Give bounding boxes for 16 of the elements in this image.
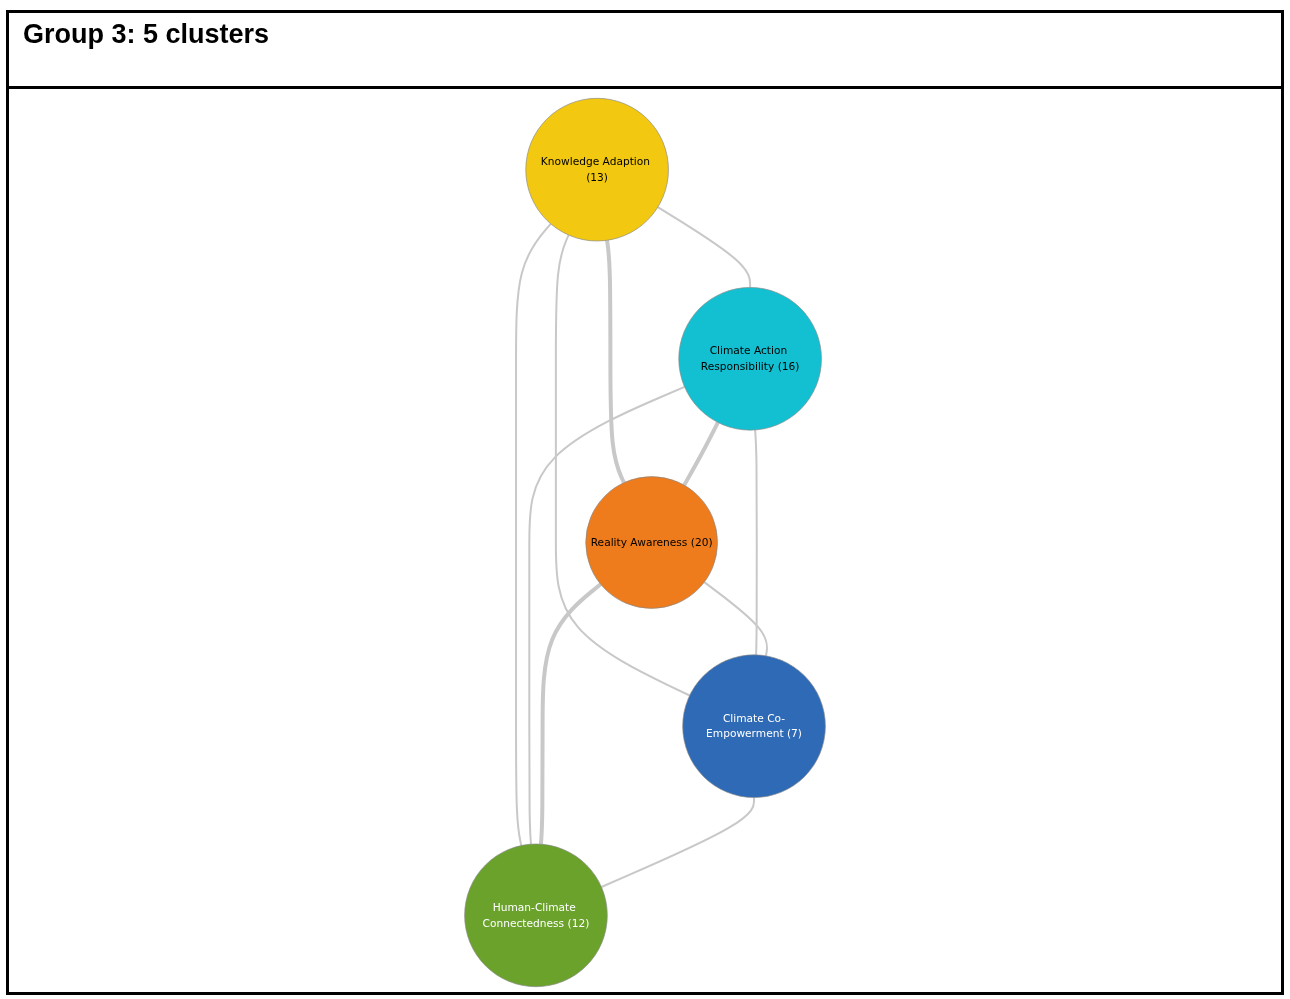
node-circle: Climate Co-Empowerment (7)	[682, 654, 826, 798]
node-circle: Climate Action Responsibility (16)	[678, 287, 822, 431]
connector	[605, 240, 626, 484]
connector	[515, 222, 552, 847]
connector	[528, 385, 686, 846]
connector	[703, 581, 769, 657]
connector	[656, 206, 752, 289]
connector	[754, 428, 758, 656]
connector	[682, 421, 720, 487]
title: Group 3: 5 clusters	[23, 19, 270, 50]
connector	[538, 582, 602, 845]
connector	[600, 796, 756, 888]
connector	[554, 234, 691, 697]
node-circle: Reality Awareness (20)	[585, 476, 718, 609]
node-circle: Human-Climate Connectedness (12)	[464, 843, 608, 988]
node-circle: Knowledge Adaption (13)	[525, 98, 669, 242]
